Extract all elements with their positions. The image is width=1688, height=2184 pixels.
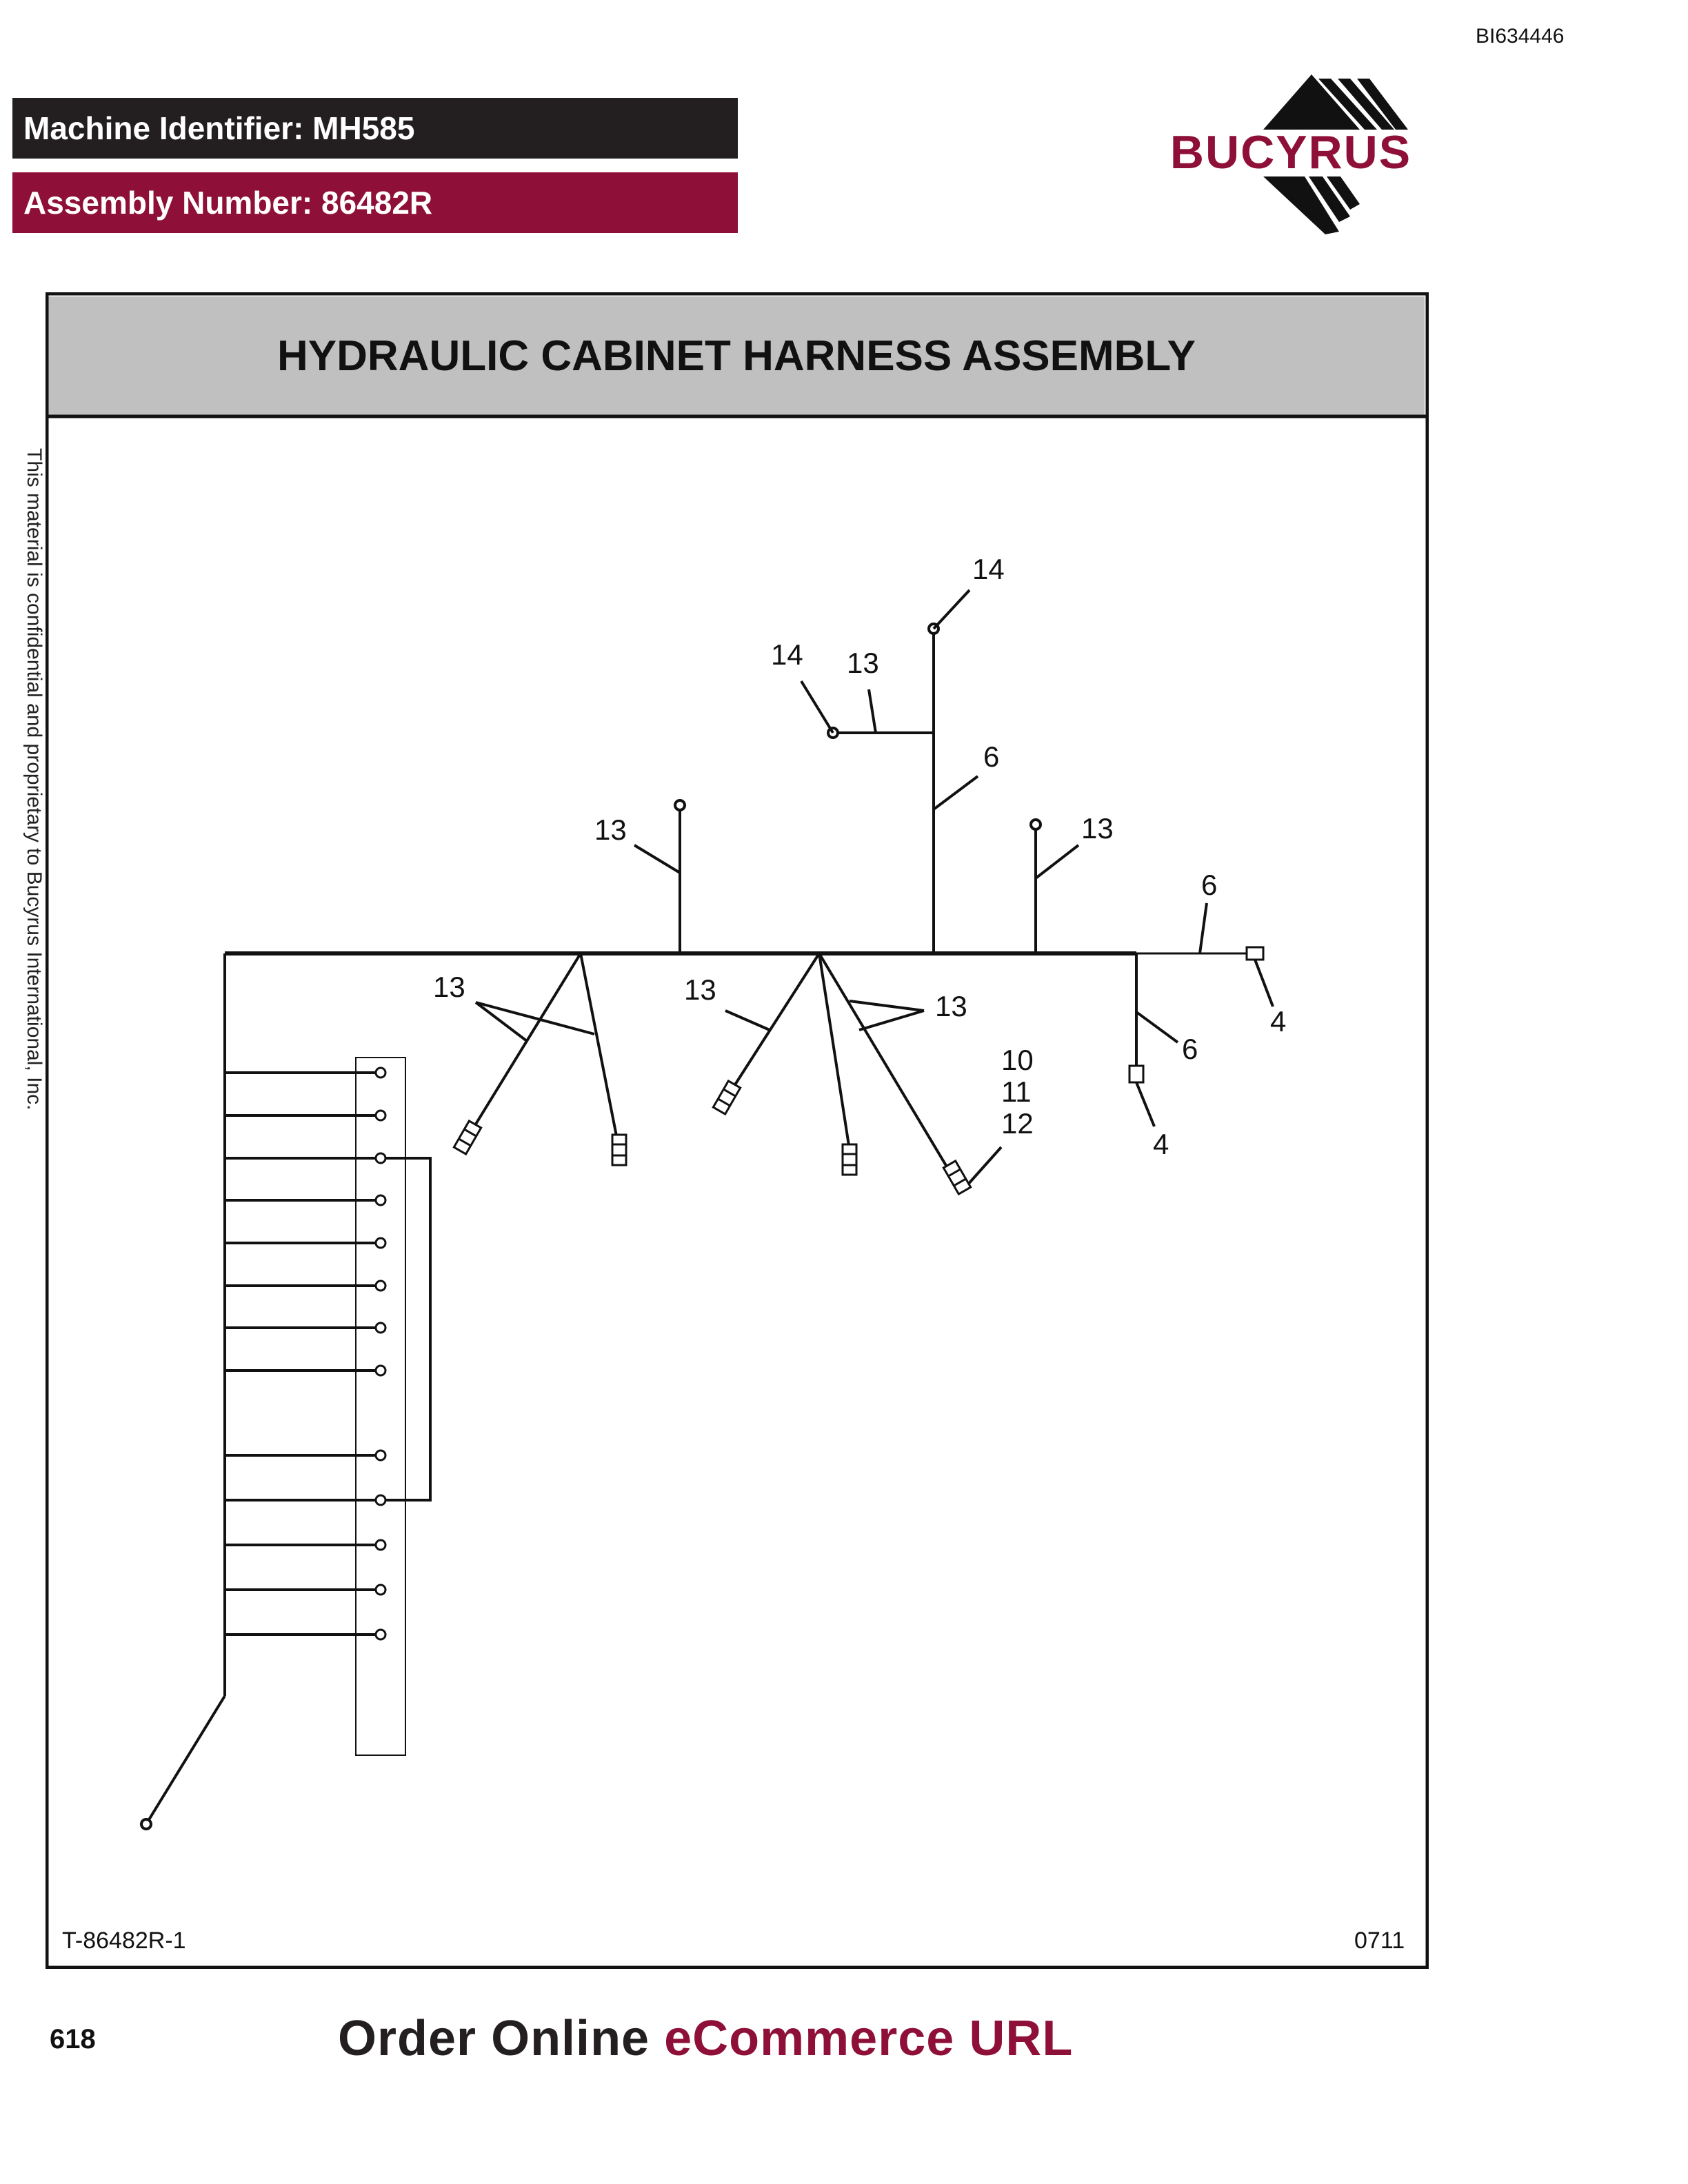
callout-label: 13 <box>684 973 716 1006</box>
callout-labels: 14 14 13 6 13 13 6 13 13 13 4 6 4 10 11 … <box>433 553 1286 1160</box>
callout-label: 11 <box>1001 1075 1032 1108</box>
callout-label: 12 <box>1001 1107 1034 1140</box>
callout-label: 6 <box>983 740 999 773</box>
callout-label: 13 <box>594 813 627 846</box>
page-number: 618 <box>50 2024 96 2054</box>
connector-4 <box>841 1143 858 1176</box>
connector-2 <box>611 1133 627 1166</box>
terminal-strip <box>355 1057 406 1756</box>
callout-label: 14 <box>972 553 1005 585</box>
document-id: BI634446 <box>1476 25 1565 48</box>
machine-identifier-bar: Machine Identifier: MH585 <box>12 98 738 159</box>
terminal-wires <box>225 1071 381 1636</box>
logo-mark-icon <box>1263 74 1408 234</box>
callout-label: 10 <box>1001 1044 1034 1076</box>
assembly-number-bar: Assembly Number: 86482R <box>12 172 738 233</box>
ecommerce-url-text: eCommerce URL <box>664 2011 1074 2066</box>
page-title: HYDRAULIC CABINET HARNESS ASSEMBLY <box>48 296 1425 415</box>
bucyrus-logo: BUCYRUS <box>1153 69 1429 238</box>
callout-label: 6 <box>1201 869 1217 901</box>
jumper-wire <box>381 1157 432 1502</box>
order-online-text: Order Online <box>338 2011 650 2066</box>
connector-5 <box>942 1159 972 1196</box>
callout-label: 6 <box>1182 1033 1198 1065</box>
drawing-number: T-86482R-1 <box>62 1928 186 1954</box>
connector-3 <box>712 1079 742 1116</box>
connector-1 <box>452 1119 483 1156</box>
left-diagonal-line <box>145 1695 226 1826</box>
callout-label: 4 <box>1270 1005 1286 1038</box>
callout-label: 4 <box>1153 1128 1169 1160</box>
logo-wordmark: BUCYRUS <box>1169 126 1412 179</box>
connector-plugs <box>452 1079 972 1196</box>
terminal-points <box>374 1066 387 1641</box>
callout-label: 13 <box>1081 812 1114 845</box>
order-online-link[interactable]: Order Online eCommerce URL <box>338 2010 1073 2067</box>
callout-label: 14 <box>771 638 803 671</box>
revision-code: 0711 <box>1354 1928 1405 1954</box>
diagram-frame <box>46 292 1429 1969</box>
callout-label: 13 <box>433 971 465 1003</box>
callout-label: 13 <box>935 990 967 1022</box>
callout-label: 13 <box>847 647 879 679</box>
